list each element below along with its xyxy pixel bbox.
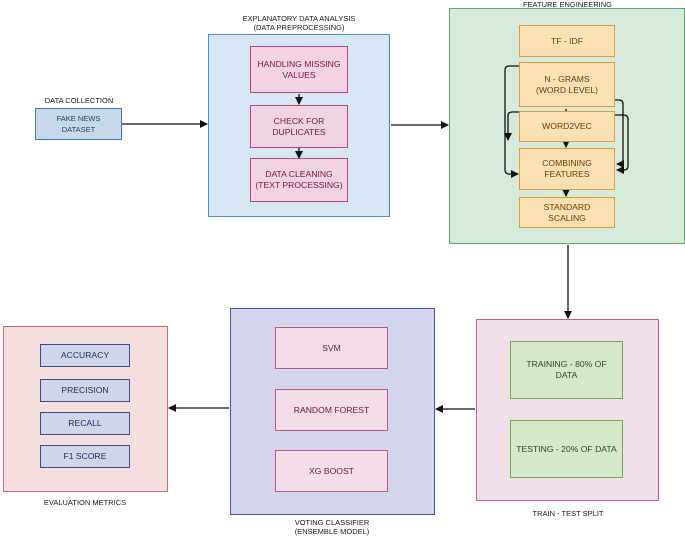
- metric-label: PRECISION: [61, 385, 109, 395]
- fe-step-word2vec: WORD2VEC: [519, 111, 615, 142]
- arrow-word2vec-to-combining-a: [614, 114, 629, 174]
- dataset-box: FAKE NEWS DATASET: [35, 108, 122, 140]
- fe-step-label: COMBINING: [542, 158, 592, 168]
- model-svm: SVM: [275, 327, 388, 369]
- eda-title: EXPLANATORY DATA ANALYSIS: [242, 14, 356, 23]
- voting-classifier-title: VOTING CLASSIFIER: [294, 518, 370, 527]
- testing-label: TESTING - 20% OF DATA: [516, 443, 617, 454]
- fe-step-scaling: STANDARD SCALING: [519, 197, 615, 228]
- model-xg-boost: XG BOOST: [275, 450, 388, 492]
- dataset-label: FAKE NEWS DATASET: [56, 114, 101, 134]
- fe-step-label: N - GRAMS: [544, 73, 590, 84]
- training-label: DATA: [555, 370, 578, 380]
- metric-label: ACCURACY: [60, 350, 110, 360]
- metric-precision: PRECISION: [40, 379, 130, 402]
- eda-step-duplicates: CHECK FOR DUPLICATES: [250, 105, 348, 148]
- fe-step-label: (WORD LEVEL): [535, 84, 599, 95]
- model-label: XG BOOST: [309, 465, 354, 476]
- eda-step-label: VALUES: [282, 69, 316, 80]
- arrow-ngrams-to-word2vec: [504, 109, 567, 141]
- evaluation-metrics-title: EVALUATION METRICS: [43, 498, 127, 507]
- train-test-split-title: TRAIN - TEST SPLIT: [532, 509, 604, 518]
- model-label: SVM: [322, 342, 341, 353]
- training-label: TRAINING - 80% OF: [526, 359, 607, 369]
- metric-accuracy: ACCURACY: [40, 344, 130, 367]
- fe-step-tfidf: TF - IDF: [519, 25, 615, 57]
- training-box: TRAINING - 80% OF DATA: [510, 341, 623, 399]
- fe-step-label: TF - IDF: [551, 35, 583, 46]
- metric-recall: RECALL: [40, 412, 130, 435]
- fe-step-combining: COMBINING FEATURES: [519, 148, 615, 190]
- metric-label: F1 SCORE: [63, 451, 107, 461]
- eda-step-label: DATA CLEANING: [265, 169, 333, 179]
- fe-step-label: WORD2VEC: [542, 121, 592, 131]
- eda-step-label: DUPLICATES: [272, 126, 326, 137]
- eda-step-label: HANDLING MISSING: [257, 58, 341, 69]
- model-random-forest: RANDOM FOREST: [275, 389, 388, 431]
- data-collection-title: DATA COLLECTION: [44, 96, 114, 105]
- eda-step-label: (TEXT PROCESSING): [255, 180, 343, 190]
- arrow-tfidf-to-combining: [504, 65, 520, 178]
- fe-step-label: FEATURES: [544, 169, 590, 179]
- metric-label: RECALL: [68, 418, 102, 428]
- fe-step-label: STANDARD SCALING: [543, 201, 591, 223]
- eda-step-label: CHECK FOR: [273, 115, 325, 126]
- eda-step-cleaning: DATA CLEANING (TEXT PROCESSING): [250, 158, 348, 202]
- feature-engineering-title: FEATURE ENGINEERING: [522, 0, 613, 9]
- eda-subtitle: (DATA PREPROCESSING): [253, 23, 345, 32]
- testing-box: TESTING - 20% OF DATA: [510, 420, 623, 478]
- arrow-ngrams-to-combining: [614, 99, 624, 168]
- eda-step-missing-values: HANDLING MISSING VALUES: [250, 46, 348, 93]
- fe-step-ngrams: N - GRAMS (WORD LEVEL): [519, 62, 615, 107]
- voting-classifier-subtitle: (ENSEMBLE MODEL): [294, 527, 370, 536]
- metric-f1-score: F1 SCORE: [40, 445, 130, 468]
- model-label: RANDOM FOREST: [293, 404, 370, 415]
